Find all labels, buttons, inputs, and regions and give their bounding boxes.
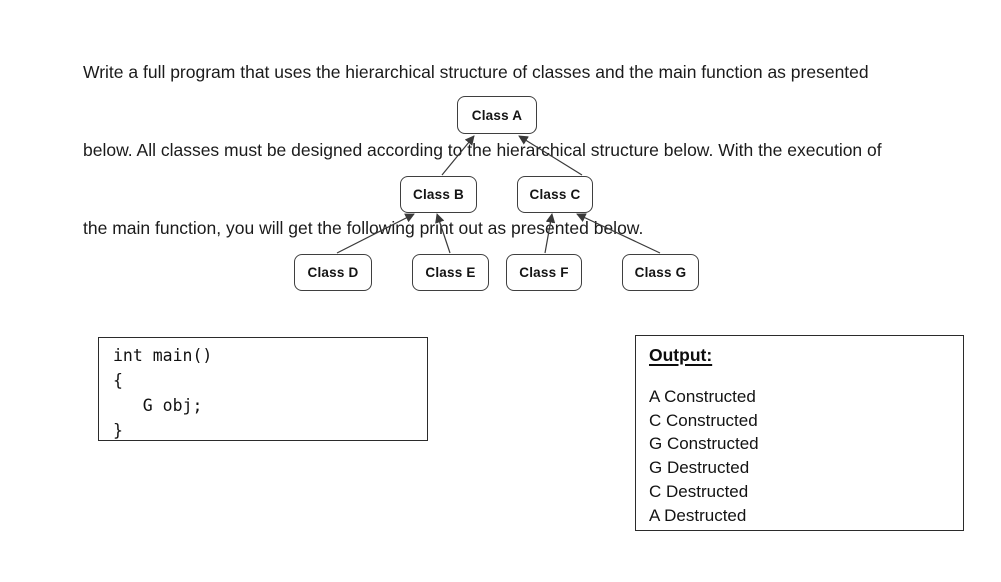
code-line-4: } [113,421,123,440]
output-title: Output: [649,345,713,365]
class-node-b: Class B [400,176,477,213]
class-node-d: Class D [294,254,372,291]
instructions-line-1: Write a full program that uses the hiera… [83,62,869,82]
class-node-label: Class E [425,265,476,280]
code-line-1: int main() [113,346,213,365]
output-line-4: G Destructed [649,458,750,478]
code-line-3: G obj; [113,396,203,415]
program-output-box: Output: A Constructed C Constructed G Co… [635,335,964,531]
class-node-c: Class C [517,176,593,213]
instructions-line-2: below. All classes must be designed acco… [83,140,882,160]
output-line-1: A Constructed [649,387,756,406]
class-node-label: Class C [529,187,581,202]
output-line-2: C Constructed [649,410,758,430]
class-node-label: Class G [634,265,687,280]
class-node-label: Class A [471,107,523,123]
class-node-label: Class F [519,265,569,280]
output-line-6: A Destructed [649,505,747,525]
class-node-a: Class A [457,96,537,134]
output-line-3: G Constructed [649,434,759,454]
class-node-f: Class F [506,254,582,291]
class-node-label: Class B [413,187,464,202]
instructions-line-3: the main function, you will get the foll… [83,218,644,238]
main-function-code-box: int main() { G obj; } [98,337,428,441]
class-node-e: Class E [412,254,489,291]
code-line-2: { [113,371,123,390]
class-node-g: Class G [622,254,699,291]
instructions-paragraph: Write a full program that uses the hiera… [83,7,882,293]
output-line-5: C Destructed [649,481,749,501]
class-node-label: Class D [307,265,359,280]
